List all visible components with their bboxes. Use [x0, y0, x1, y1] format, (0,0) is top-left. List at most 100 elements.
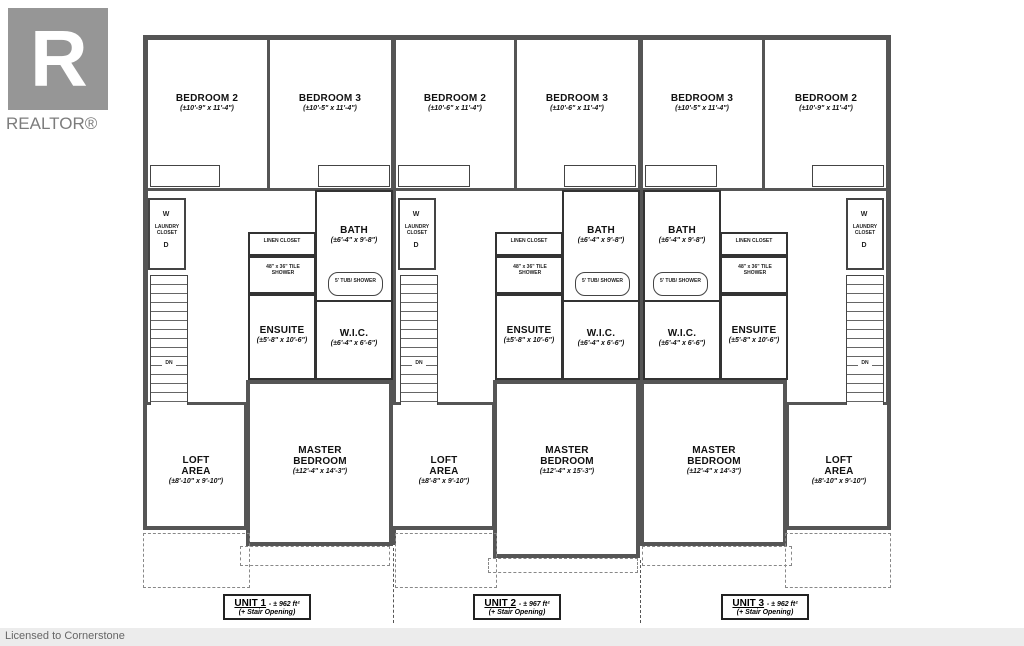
room-dims: (±10'-6" x 11'-4") [428, 105, 482, 112]
linen-closet [495, 232, 563, 256]
room-name: LOFT [430, 455, 458, 466]
room-dims: (±6'-4" x 9'-8") [658, 237, 706, 244]
shower-label: 48" x 36" TILE SHOWER [266, 264, 300, 276]
unit-note: (+ Stair Opening) [238, 609, 296, 616]
bathtub [575, 272, 630, 296]
room-dims: (±5'-8" x 10'-6") [728, 337, 780, 344]
room-bath: BATH(±6'-4" x 9'-8") [563, 225, 639, 245]
room-dims: (±6'-4" x 6'-6") [577, 340, 625, 347]
wic-room [315, 300, 393, 380]
realtor-logo-text: REALTOR® [6, 114, 98, 133]
room-bedroom-3: BEDROOM 3(±10'-5" x 11'-4") [270, 93, 390, 113]
closet [398, 165, 470, 187]
dryer-label: D [163, 242, 169, 249]
room-dims: (±8'-10" x 9'-10") [168, 478, 224, 485]
closet [812, 165, 884, 187]
laundry-closet [148, 198, 186, 270]
porch-outline [143, 533, 250, 588]
room-name-2: AREA [429, 466, 459, 477]
room-bedroom-2: BEDROOM 2(±10'-9" x 11'-4") [148, 93, 266, 113]
tub-label: 5' TUB/ SHOWER [660, 278, 701, 284]
room-name: LOFT [182, 455, 210, 466]
room-dims: (±12'-4" x 14'-3") [686, 468, 742, 475]
laundry-closet [846, 198, 884, 270]
loft-area [143, 405, 248, 530]
linen-label: LINEN CLOSET [263, 238, 301, 244]
room-name: W.I.C. [339, 328, 369, 339]
footer-bar [0, 628, 1024, 646]
room-name: MASTER [545, 445, 589, 456]
wall [514, 35, 517, 190]
room-wic: W.I.C.(±6'-4" x 6'-6") [563, 328, 639, 348]
bathtub [653, 272, 708, 296]
room-name-2: BEDROOM [540, 456, 594, 467]
wall [267, 35, 270, 190]
room-dims: (±10'-9" x 11'-4") [180, 105, 234, 112]
wic-room [562, 300, 640, 380]
porch-outline [395, 533, 497, 588]
room-name: BEDROOM 3 [545, 93, 609, 104]
shower [720, 256, 788, 294]
closet [645, 165, 717, 187]
license-text: Licensed to Cornerstone [5, 630, 125, 642]
room-name: ENSUITE [731, 325, 777, 336]
room-ensuite: ENSUITE(±5'-8" x 10'-6") [721, 325, 787, 345]
room-name: W.I.C. [586, 328, 616, 339]
room-name-2: AREA [181, 466, 211, 477]
room-name: MASTER [298, 445, 342, 456]
unit-title: UNIT 1 - ± 962 ft² [229, 598, 305, 609]
closet [564, 165, 636, 187]
unit-1-label: UNIT 1 - ± 962 ft² (+ Stair Opening) [223, 594, 311, 620]
master-bedroom [246, 380, 393, 546]
bathtub [328, 272, 383, 296]
stairs [846, 275, 884, 407]
room-name: W.I.C. [667, 328, 697, 339]
washer-label: W [162, 211, 170, 218]
closet [318, 165, 390, 187]
room-dims: (±6'-4" x 9'-8") [577, 237, 625, 244]
unit-divider-line [640, 560, 641, 623]
unit-3-label: UNIT 3 - ± 962 ft² (+ Stair Opening) [721, 594, 809, 620]
room-dims: (±12'-4" x 15'-3") [539, 468, 595, 475]
room-bedroom-2: BEDROOM 2(±10'-9" x 11'-4") [765, 93, 887, 113]
porch-outline [488, 558, 638, 573]
ensuite-room [720, 294, 788, 380]
room-dims: (±6'-4" x 6'-6") [330, 340, 378, 347]
stair-dn-label: DN [858, 360, 872, 366]
laundry-label: LAUNDRY CLOSET [404, 224, 430, 236]
dryer-label: D [861, 242, 867, 249]
laundry-label: LAUNDRY CLOSET [852, 224, 878, 236]
room-dims: (±5'-8" x 10'-6") [503, 337, 555, 344]
loft-area [785, 405, 891, 530]
room-dims: (±8'-10" x 9'-10") [811, 478, 867, 485]
porch-outline [642, 546, 792, 566]
linen-closet [248, 232, 316, 256]
porch-outline [785, 533, 891, 588]
unit-name: UNIT 2 [484, 598, 517, 609]
linen-closet [720, 232, 788, 256]
stairs [400, 275, 438, 407]
porch-outline [240, 546, 390, 566]
linen-label: LINEN CLOSET [510, 238, 548, 244]
party-wall [391, 35, 396, 545]
ensuite-room [495, 294, 563, 380]
room-ensuite: ENSUITE(±5'-8" x 10'-6") [496, 325, 562, 345]
room-name: BEDROOM 3 [298, 93, 362, 104]
tub-label: 5' TUB/ SHOWER [335, 278, 376, 284]
room-dims: (±5'-8" x 10'-6") [256, 337, 308, 344]
room-name: BATH [668, 225, 696, 236]
room-wic: W.I.C.(±6'-4" x 6'-6") [644, 328, 720, 348]
stairs [150, 275, 188, 407]
unit-note: (+ Stair Opening) [736, 609, 794, 616]
unit-title: UNIT 2 - ± 967 ft² [479, 598, 555, 609]
room-dims: (±12'-4" x 14'-3") [292, 468, 348, 475]
dryer-label: D [413, 242, 419, 249]
stair-dn-label: DN [162, 360, 176, 366]
room-dims: (±10'-5" x 11'-4") [303, 105, 357, 112]
laundry-label: LAUNDRY CLOSET [154, 224, 180, 236]
